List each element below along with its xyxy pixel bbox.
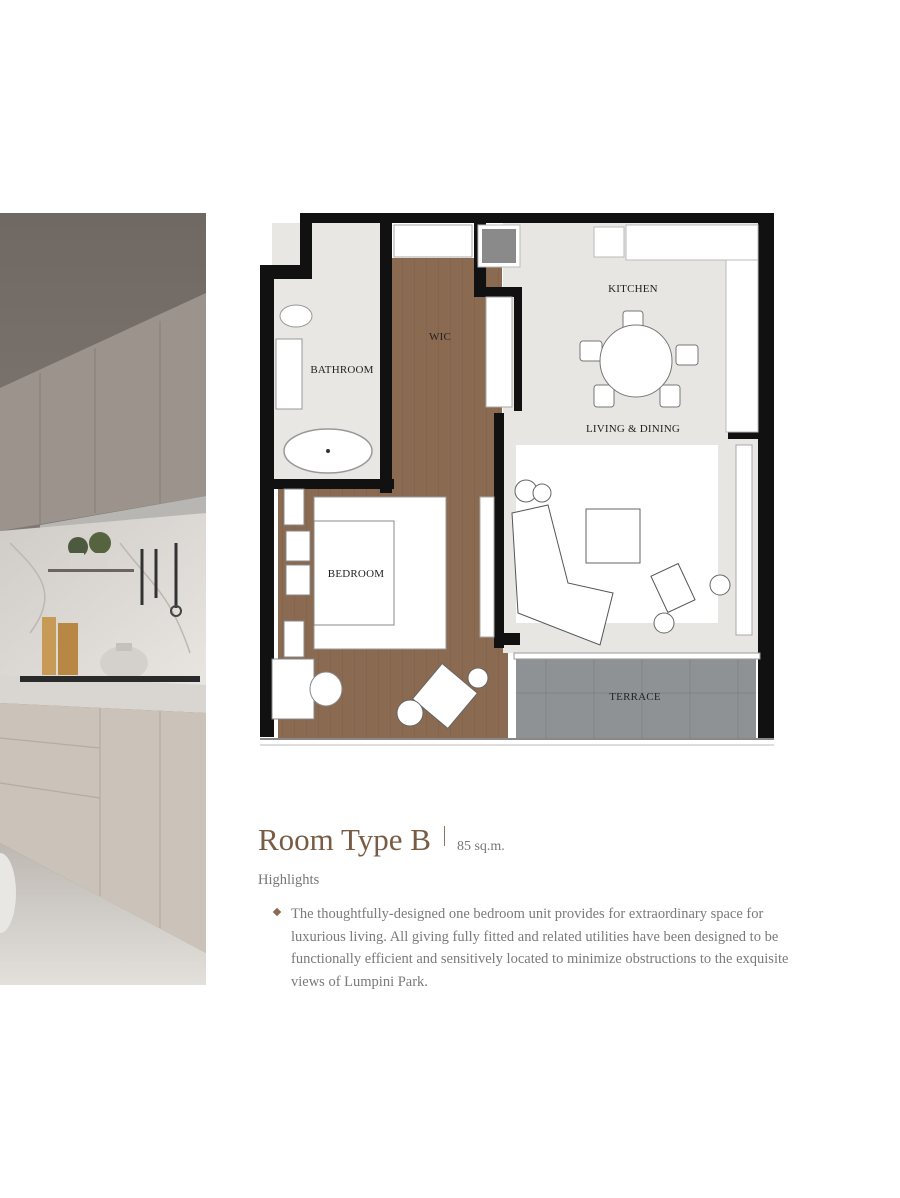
title-separator bbox=[443, 826, 445, 846]
room-label-wic: WIC bbox=[429, 331, 451, 343]
room-label-bathroom: BATHROOM bbox=[310, 364, 373, 376]
bullet-diamond-icon bbox=[272, 907, 282, 917]
room-area: 85 sq.m. bbox=[456, 839, 505, 854]
kitchen-photo bbox=[0, 213, 206, 985]
title-row: Room Type B 85 sq.m. bbox=[258, 822, 505, 862]
room-label-kitchen: KITCHEN bbox=[608, 283, 658, 295]
room-label-living-dining: LIVING & DINING bbox=[586, 423, 680, 435]
highlights-heading: Highlights bbox=[258, 872, 320, 888]
highlight-text: The thoughtfully-designed one bedroom un… bbox=[291, 906, 789, 990]
floor-plan: KITCHEN WIC BATHROOM LIVING & DINING BED… bbox=[258, 213, 774, 749]
room-type-title: Room Type B bbox=[258, 822, 431, 857]
room-label-terrace: TERRACE bbox=[609, 691, 661, 703]
room-label-bedroom: BEDROOM bbox=[328, 568, 384, 580]
highlight-item: The thoughtfully-designed one bedroom un… bbox=[272, 903, 794, 993]
